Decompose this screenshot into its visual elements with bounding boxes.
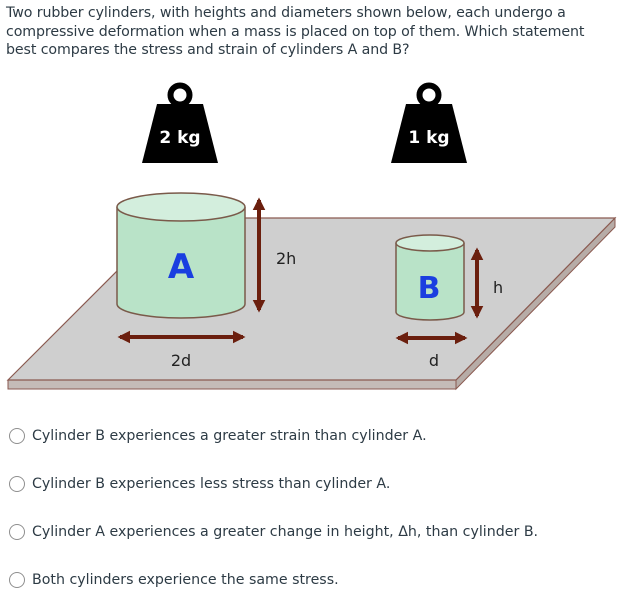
radio-button[interactable]: [9, 476, 25, 492]
answer-option-2[interactable]: Cylinder B experiences less stress than …: [9, 476, 390, 492]
radio-button[interactable]: [9, 572, 25, 588]
cylinder-a-label: A: [168, 247, 195, 287]
weight-icon: 1 kg: [391, 82, 467, 163]
cylinder-b-label: B: [418, 271, 441, 306]
radio-button[interactable]: [9, 524, 25, 540]
answer-label: Cylinder A experiences a greater change …: [32, 524, 539, 540]
answer-label: Both cylinders experience the same stres…: [32, 572, 339, 588]
weight-label-2kg: 2 kg: [159, 128, 200, 148]
answer-label: Cylinder B experiences less stress than …: [32, 476, 391, 492]
answer-label: Cylinder B experiences a greater strain …: [32, 428, 427, 444]
cylinder-b: B: [395, 234, 465, 321]
diameter-label-a: 2d: [171, 351, 191, 370]
height-label-a: 2h: [276, 249, 296, 268]
answer-option-3[interactable]: Cylinder A experiences a greater change …: [9, 524, 538, 540]
weight-icon: 2 kg: [142, 82, 218, 163]
height-label-b: h: [493, 278, 503, 297]
radio-button[interactable]: [9, 428, 25, 444]
answer-option-4[interactable]: Both cylinders experience the same stres…: [9, 572, 339, 588]
question-text: Two rubber cylinders, with heights and d…: [6, 5, 585, 58]
answer-option-1[interactable]: Cylinder B experiences a greater strain …: [9, 428, 427, 444]
stress-strain-figure: 2 kg 1 kg A 2h 2d B h d: [0, 70, 622, 400]
cylinder-a: A: [116, 192, 246, 319]
weight-label-1kg: 1 kg: [408, 128, 449, 148]
diameter-label-b: d: [429, 351, 439, 370]
platform: [6, 216, 617, 391]
